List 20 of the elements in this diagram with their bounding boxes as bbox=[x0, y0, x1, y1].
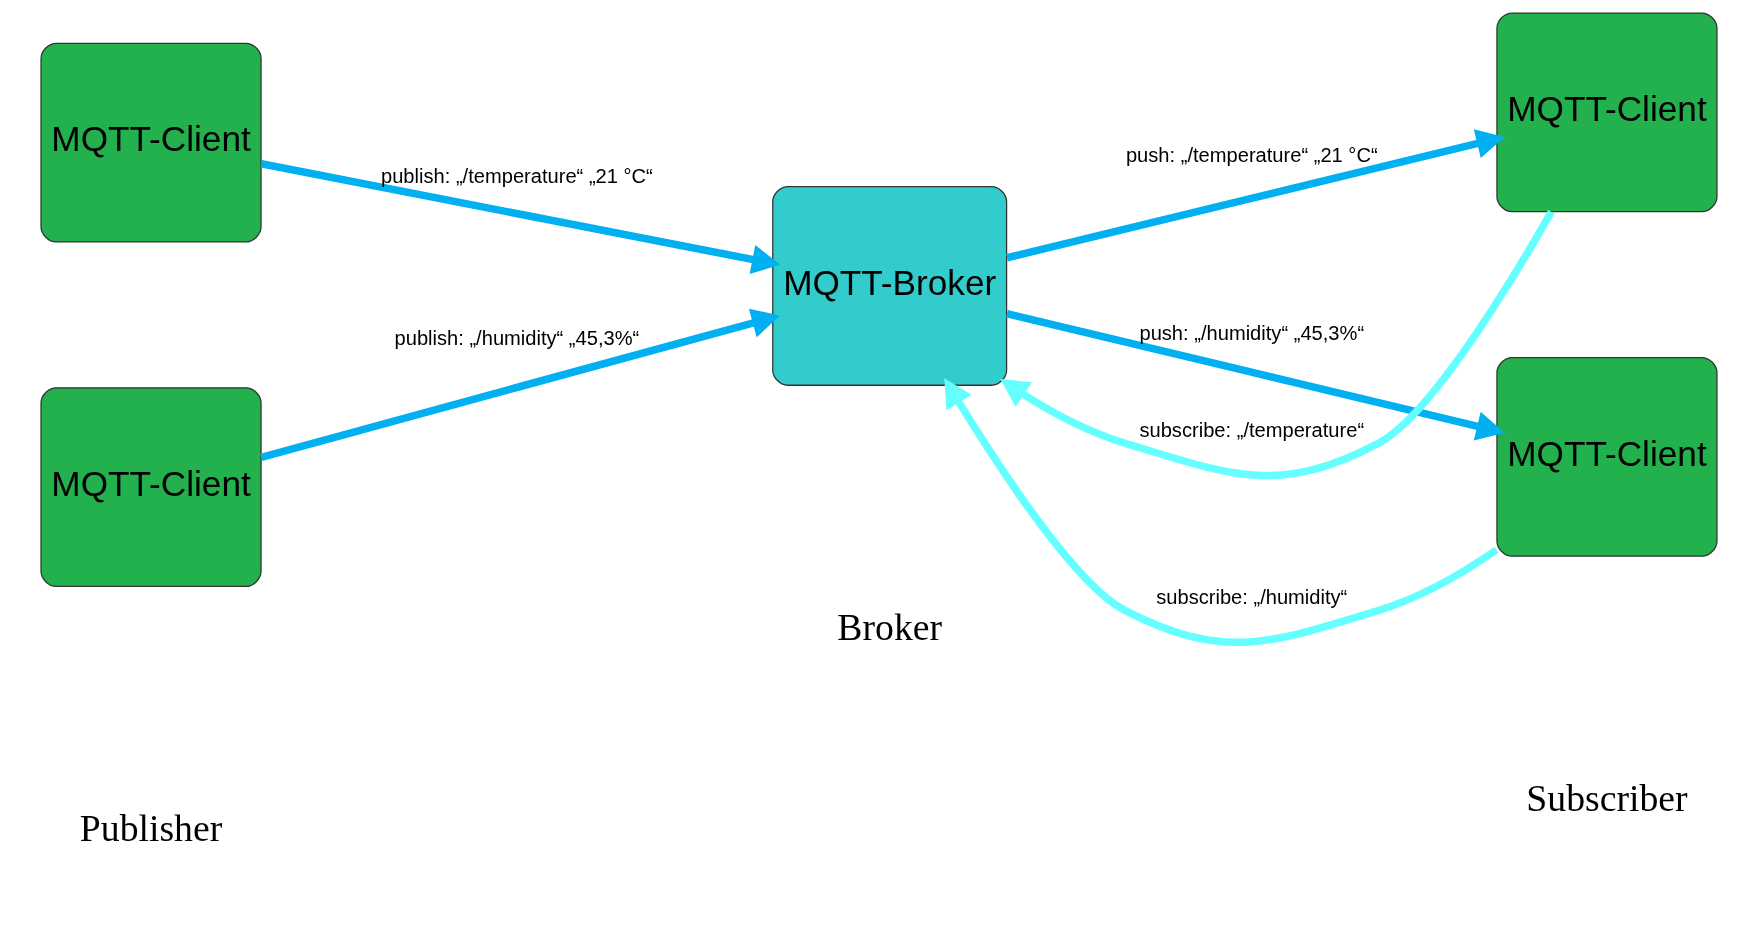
edge-label: push: „/temperature“ „21 °C“ bbox=[1125, 144, 1378, 167]
arrow bbox=[260, 308, 781, 461]
edge-label: subscribe: „/humidity“ bbox=[1156, 585, 1348, 608]
arrow bbox=[1006, 310, 1505, 441]
arrow bbox=[1006, 129, 1505, 262]
node-box: MQTT-Client bbox=[40, 387, 262, 588]
node-box: MQTT-Client bbox=[1496, 12, 1718, 213]
node-box: MQTT-Client bbox=[40, 42, 262, 243]
edge-label: push: „/humidity“ „45,3%“ bbox=[1139, 321, 1365, 344]
arrow bbox=[260, 160, 781, 274]
edge-label: subscribe: „/temperature“ bbox=[1139, 418, 1365, 441]
label: Subscriber bbox=[1526, 776, 1688, 819]
edge-label: publish: „/humidity“ „45,3%“ bbox=[394, 326, 640, 349]
label: Publisher bbox=[79, 807, 223, 850]
node-box: MQTT-Client bbox=[1496, 356, 1718, 557]
node-box: MQTT-Broker bbox=[772, 185, 1008, 386]
label: Broker bbox=[837, 605, 943, 648]
edge-label: publish: „/temperature“ „21 °C“ bbox=[381, 164, 653, 187]
arrow bbox=[1000, 210, 1555, 480]
arrow bbox=[944, 378, 1499, 646]
